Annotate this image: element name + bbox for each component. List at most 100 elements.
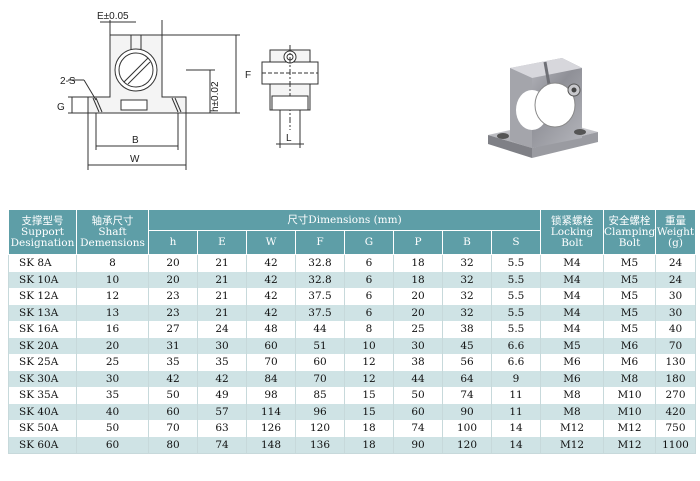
cell-p: 44 — [393, 370, 443, 387]
cell-h: 31 — [148, 337, 198, 354]
header-g: G — [344, 230, 394, 255]
cell-clamping-bolt: M5 — [603, 288, 656, 305]
cell-locking-bolt: M4 — [540, 304, 604, 321]
cell-e: 42 — [197, 370, 247, 387]
header-weight-en2: (g) — [668, 236, 683, 249]
cell-clamping-bolt: M12 — [603, 420, 656, 437]
cell-e: 24 — [197, 321, 247, 338]
cell-h: 35 — [148, 354, 198, 371]
header-clamping-en2: Bolt — [618, 236, 641, 249]
cell-clamping-bolt: M5 — [603, 271, 656, 288]
dim-s-label: 2-S — [60, 76, 76, 87]
cell-designation: SK 40A — [8, 403, 77, 420]
cell-locking-bolt: M6 — [540, 354, 604, 371]
cell-locking-bolt: M8 — [540, 403, 604, 420]
cell-b: 32 — [442, 271, 492, 288]
cell-e: 21 — [197, 271, 247, 288]
cell-p: 30 — [393, 337, 443, 354]
cell-b: 32 — [442, 254, 492, 272]
cell-f: 32.8 — [295, 254, 345, 272]
cell-p: 20 — [393, 288, 443, 305]
cell-w: 42 — [246, 304, 296, 321]
cell-s: 11 — [491, 387, 541, 404]
cell-f: 44 — [295, 321, 345, 338]
cell-w: 48 — [246, 321, 296, 338]
cell-locking-bolt: M4 — [540, 321, 604, 338]
header-weight-en1: Weight — [656, 225, 695, 238]
cell-s: 6.6 — [491, 354, 541, 371]
cell-shaft: 30 — [76, 370, 149, 387]
cell-weight: 1100 — [655, 436, 696, 454]
dim-w-label: W — [130, 154, 140, 165]
cell-shaft: 35 — [76, 387, 149, 404]
cell-p: 60 — [393, 403, 443, 420]
cell-h: 42 — [148, 370, 198, 387]
cell-weight: 130 — [655, 354, 696, 371]
cell-shaft: 8 — [76, 254, 149, 272]
cell-b: 64 — [442, 370, 492, 387]
cell-shaft: 12 — [76, 288, 149, 305]
cell-w: 42 — [246, 288, 296, 305]
cell-p: 18 — [393, 254, 443, 272]
cell-weight: 270 — [655, 387, 696, 404]
cell-e: 35 — [197, 354, 247, 371]
cell-p: 90 — [393, 436, 443, 454]
cell-w: 98 — [246, 387, 296, 404]
header-designation-en2: Designation — [10, 236, 75, 249]
cell-w: 42 — [246, 254, 296, 272]
header-clamping-cn: 安全螺栓 — [608, 214, 651, 227]
dim-b-label: B — [132, 135, 139, 146]
header-locking: 锁紧螺栓 Locking Bolt — [540, 209, 604, 255]
cell-locking-bolt: M12 — [540, 420, 604, 437]
cell-e: 30 — [197, 337, 247, 354]
cell-designation: SK 20A — [8, 337, 77, 354]
header-locking-en1: Locking — [550, 225, 594, 238]
cell-weight: 420 — [655, 403, 696, 420]
cell-shaft: 13 — [76, 304, 149, 321]
cell-s: 14 — [491, 436, 541, 454]
dim-e-label: E±0.05 — [97, 11, 129, 22]
cell-g: 8 — [344, 321, 394, 338]
cell-weight: 180 — [655, 370, 696, 387]
cell-clamping-bolt: M6 — [603, 354, 656, 371]
cell-h: 80 — [148, 436, 198, 454]
cell-weight: 30 — [655, 304, 696, 321]
cell-b: 32 — [442, 288, 492, 305]
header-f: F — [295, 230, 345, 255]
cell-f: 85 — [295, 387, 345, 404]
header-clamping-en1: Clamping — [604, 225, 656, 238]
dim-l-label: L — [286, 133, 292, 144]
cell-b: 90 — [442, 403, 492, 420]
header-w: W — [246, 230, 296, 255]
cell-h: 70 — [148, 420, 198, 437]
spec-table: 支撑型号 Support Designation 轴承尺寸 Shaft Deme… — [8, 209, 696, 454]
cell-f: 37.5 — [295, 288, 345, 305]
cell-s: 5.5 — [491, 271, 541, 288]
cell-designation: SK 10A — [8, 271, 77, 288]
cell-locking-bolt: M6 — [540, 370, 604, 387]
cell-shaft: 25 — [76, 354, 149, 371]
cell-g: 12 — [344, 370, 394, 387]
cell-shaft: 40 — [76, 403, 149, 420]
cell-weight: 24 — [655, 254, 696, 272]
header-designation-en1: Support — [21, 225, 64, 238]
cell-h: 20 — [148, 271, 198, 288]
cell-g: 10 — [344, 337, 394, 354]
cell-w: 126 — [246, 420, 296, 437]
cell-e: 21 — [197, 304, 247, 321]
cell-shaft: 10 — [76, 271, 149, 288]
header-shaft-cn: 轴承尺寸 — [91, 214, 134, 227]
header-shaft-en1: Shaft — [98, 225, 127, 238]
cell-f: 96 — [295, 403, 345, 420]
header-locking-cn: 锁紧螺栓 — [551, 214, 593, 227]
cell-designation: SK 25A — [8, 354, 77, 371]
cell-b: 38 — [442, 321, 492, 338]
cell-locking-bolt: M8 — [540, 387, 604, 404]
cell-clamping-bolt: M12 — [603, 436, 656, 454]
cell-locking-bolt: M4 — [540, 254, 604, 272]
